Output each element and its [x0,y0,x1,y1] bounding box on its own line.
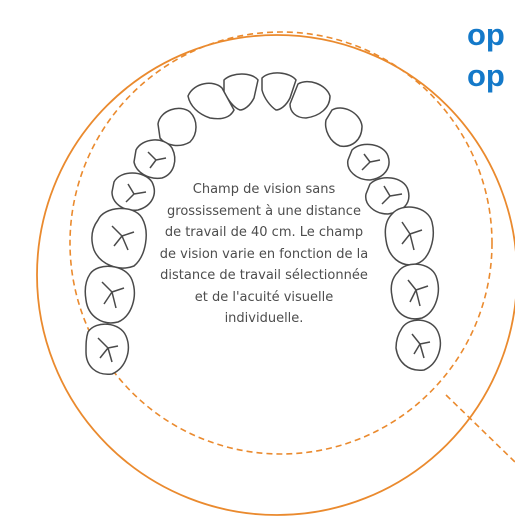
inner-field-circle-dashed [69,31,493,455]
tooth-premolar-right-1 [347,143,390,181]
outer-field-circle [36,34,515,516]
dental-arch-icon [84,72,442,375]
tooth-incisor-right-central [261,72,297,111]
tooth-canine-left [157,107,197,147]
leader-line-dashed [445,394,515,463]
tooth-incisor-left-lateral [187,82,235,120]
tooth-molar-left-1 [91,207,147,269]
tooth-molar-right-3 [395,319,442,371]
tooth-canine-right [324,107,363,148]
tooth-incisor-right-lateral [289,80,331,119]
